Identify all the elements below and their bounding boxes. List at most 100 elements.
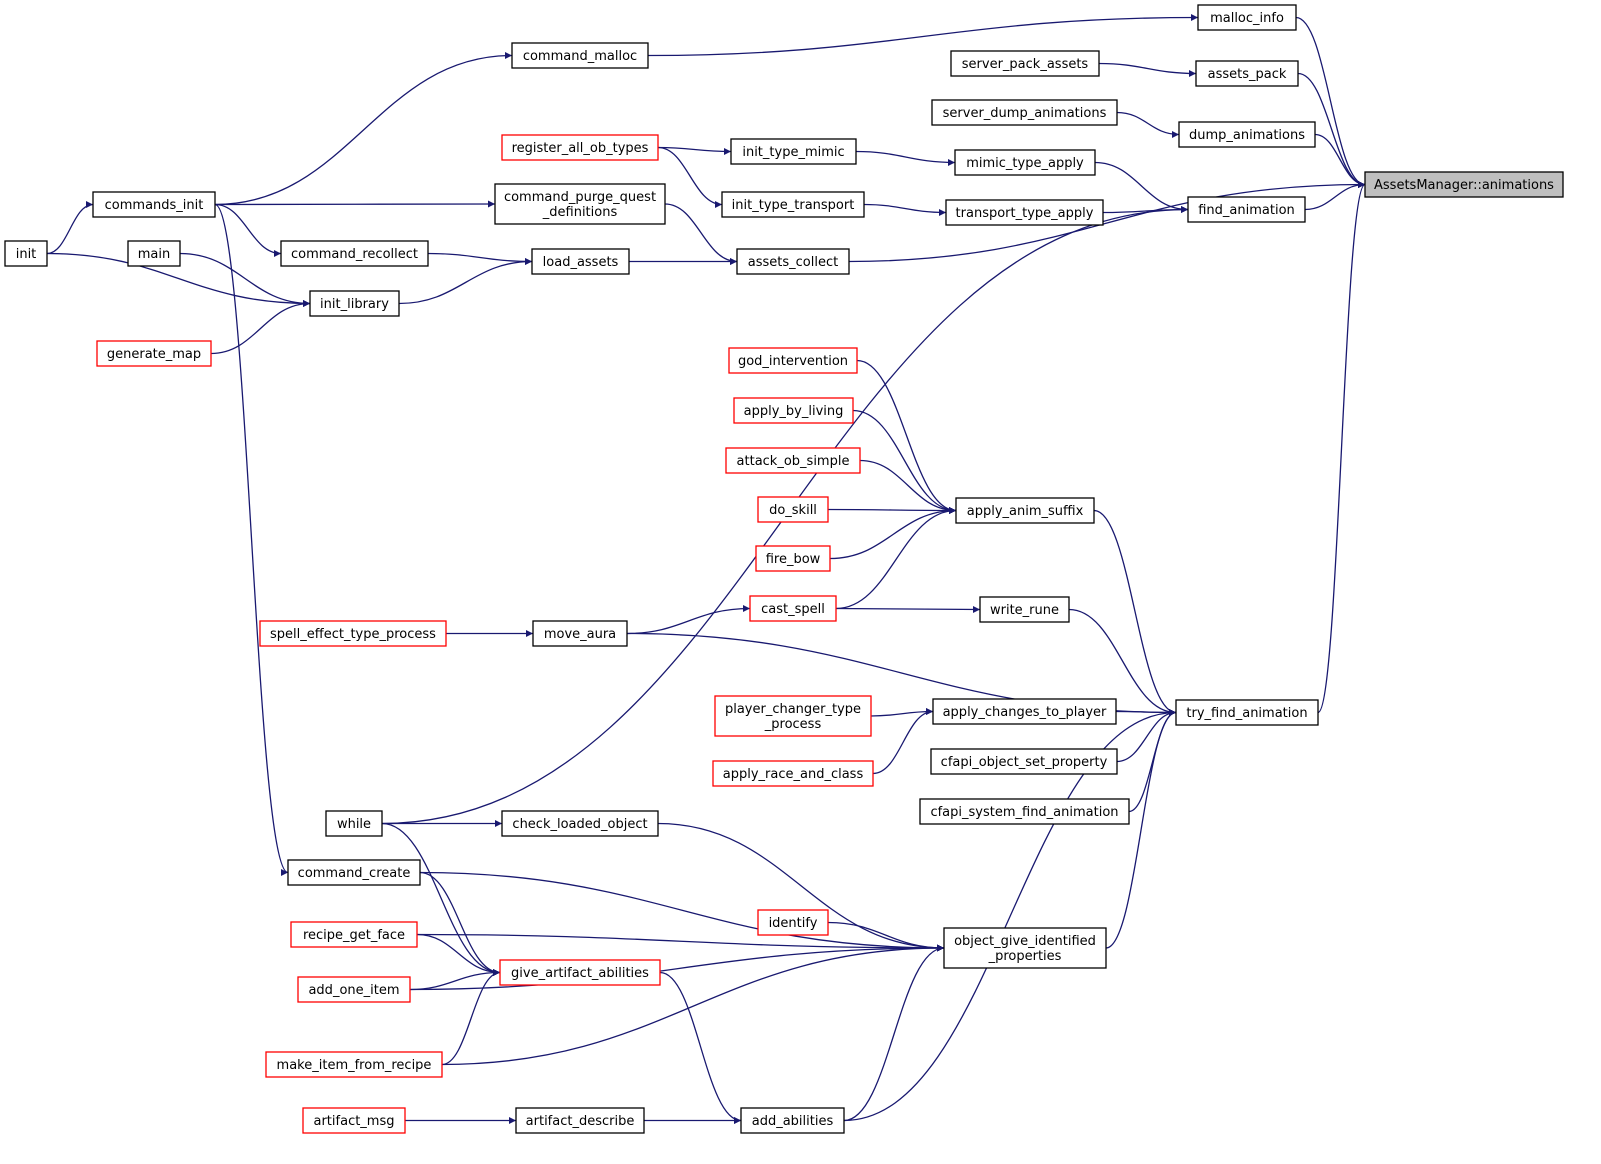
node-box[interactable] xyxy=(757,496,829,523)
node-box[interactable] xyxy=(714,695,872,737)
node-assets-pack[interactable]: assets_pack xyxy=(1195,60,1299,87)
node-fire-bow[interactable]: fire_bow xyxy=(755,545,831,572)
node-attack-ob-simple[interactable]: attack_ob_simple xyxy=(725,447,861,474)
node-add-one-item[interactable]: add_one_item xyxy=(297,976,411,1003)
node-apply-changes-to-player[interactable]: apply_changes_to_player xyxy=(932,698,1117,725)
node-box[interactable] xyxy=(1195,60,1299,87)
node-box[interactable] xyxy=(1364,171,1564,198)
node-box[interactable] xyxy=(930,748,1118,775)
node-box[interactable] xyxy=(290,921,418,948)
node-while[interactable]: while xyxy=(325,810,383,837)
node-dump-animations[interactable]: dump_animations xyxy=(1178,121,1316,148)
node-box[interactable] xyxy=(755,545,831,572)
node-box[interactable] xyxy=(532,620,628,647)
node-transport-type-apply[interactable]: transport_type_apply xyxy=(945,199,1104,226)
node-assets-collect[interactable]: assets_collect xyxy=(736,248,850,275)
node-box[interactable] xyxy=(728,347,858,374)
node-box[interactable] xyxy=(740,1107,845,1134)
node-box[interactable] xyxy=(127,240,181,267)
node-box[interactable] xyxy=(501,810,659,837)
node-player-changer[interactable]: player_changer_type_process xyxy=(714,695,872,737)
node-box[interactable] xyxy=(511,42,649,69)
node-box[interactable] xyxy=(712,760,874,787)
node-animations[interactable]: AssetsManager::animations xyxy=(1364,171,1564,198)
node-apply-by-living[interactable]: apply_by_living xyxy=(733,397,854,424)
node-god-intervention[interactable]: god_intervention xyxy=(728,347,858,374)
node-artifact-msg[interactable]: artifact_msg xyxy=(302,1107,406,1134)
node-box[interactable] xyxy=(96,340,212,367)
node-box[interactable] xyxy=(931,99,1118,126)
node-init-type-mimic[interactable]: init_type_mimic xyxy=(730,138,857,165)
node-box[interactable] xyxy=(499,959,661,986)
node-register-all-ob-types[interactable]: register_all_ob_types xyxy=(501,134,659,161)
node-identify[interactable]: identify xyxy=(757,909,829,936)
node-mimic-type-apply[interactable]: mimic_type_apply xyxy=(954,149,1096,176)
node-server-pack-assets[interactable]: server_pack_assets xyxy=(950,50,1100,77)
node-box[interactable] xyxy=(92,191,216,218)
node-object-give-identified[interactable]: object_give_identified_properties xyxy=(943,927,1107,969)
node-init[interactable]: init xyxy=(4,240,48,267)
node-commands-init[interactable]: commands_init xyxy=(92,191,216,218)
node-box[interactable] xyxy=(302,1107,406,1134)
node-box[interactable] xyxy=(1187,196,1306,223)
node-box[interactable] xyxy=(531,248,630,275)
node-try-find-animation[interactable]: try_find_animation xyxy=(1175,699,1319,726)
node-apply-race-and-class[interactable]: apply_race_and_class xyxy=(712,760,874,787)
node-box[interactable] xyxy=(979,596,1070,623)
node-box[interactable] xyxy=(515,1107,645,1134)
node-box[interactable] xyxy=(919,798,1130,825)
node-move-aura[interactable]: move_aura xyxy=(532,620,628,647)
node-check-loaded-object[interactable]: check_loaded_object xyxy=(501,810,659,837)
node-box[interactable] xyxy=(265,1051,443,1078)
node-recipe-get-face[interactable]: recipe_get_face xyxy=(290,921,418,948)
node-box[interactable] xyxy=(721,191,865,218)
node-box[interactable] xyxy=(943,927,1107,969)
node-add-abilities[interactable]: add_abilities xyxy=(740,1107,845,1134)
node-box[interactable] xyxy=(1197,4,1297,31)
node-give-artifact-abilities[interactable]: give_artifact_abilities xyxy=(499,959,661,986)
node-apply-anim-suffix[interactable]: apply_anim_suffix xyxy=(955,497,1095,524)
node-box[interactable] xyxy=(736,248,850,275)
node-box[interactable] xyxy=(733,397,854,424)
node-command-recollect[interactable]: command_recollect xyxy=(280,240,429,267)
node-command-malloc[interactable]: command_malloc xyxy=(511,42,649,69)
node-box[interactable] xyxy=(1175,699,1319,726)
node-box[interactable] xyxy=(297,976,411,1003)
node-box[interactable] xyxy=(309,290,400,317)
node-server-dump-animations[interactable]: server_dump_animations xyxy=(931,99,1118,126)
node-main[interactable]: main xyxy=(127,240,181,267)
node-box[interactable] xyxy=(950,50,1100,77)
node-do-skill[interactable]: do_skill xyxy=(757,496,829,523)
node-write-rune[interactable]: write_rune xyxy=(979,596,1070,623)
node-box[interactable] xyxy=(325,810,383,837)
node-generate-map[interactable]: generate_map xyxy=(96,340,212,367)
node-spell-effect-type-process[interactable]: spell_effect_type_process xyxy=(259,620,447,647)
node-box[interactable] xyxy=(1178,121,1316,148)
node-cast-spell[interactable]: cast_spell xyxy=(749,595,837,622)
node-cfapi-object-set-property[interactable]: cfapi_object_set_property xyxy=(930,748,1118,775)
node-malloc-info[interactable]: malloc_info xyxy=(1197,4,1297,31)
node-box[interactable] xyxy=(259,620,447,647)
node-init-library[interactable]: init_library xyxy=(309,290,400,317)
node-cfapi-system-find-animation[interactable]: cfapi_system_find_animation xyxy=(919,798,1130,825)
node-load-assets[interactable]: load_assets xyxy=(531,248,630,275)
node-box[interactable] xyxy=(725,447,861,474)
node-box[interactable] xyxy=(749,595,837,622)
node-box[interactable] xyxy=(757,909,829,936)
node-box[interactable] xyxy=(501,134,659,161)
node-command-purge[interactable]: command_purge_quest_definitions xyxy=(494,183,666,225)
node-box[interactable] xyxy=(954,149,1096,176)
node-box[interactable] xyxy=(280,240,429,267)
node-box[interactable] xyxy=(287,859,421,886)
node-box[interactable] xyxy=(4,240,48,267)
node-box[interactable] xyxy=(955,497,1095,524)
node-box[interactable] xyxy=(730,138,857,165)
node-artifact-describe[interactable]: artifact_describe xyxy=(515,1107,645,1134)
node-box[interactable] xyxy=(494,183,666,225)
node-command-create[interactable]: command_create xyxy=(287,859,421,886)
node-box[interactable] xyxy=(945,199,1104,226)
node-make-item-from-recipe[interactable]: make_item_from_recipe xyxy=(265,1051,443,1078)
node-init-type-transport[interactable]: init_type_transport xyxy=(721,191,865,218)
node-find-animation[interactable]: find_animation xyxy=(1187,196,1306,223)
node-box[interactable] xyxy=(932,698,1117,725)
